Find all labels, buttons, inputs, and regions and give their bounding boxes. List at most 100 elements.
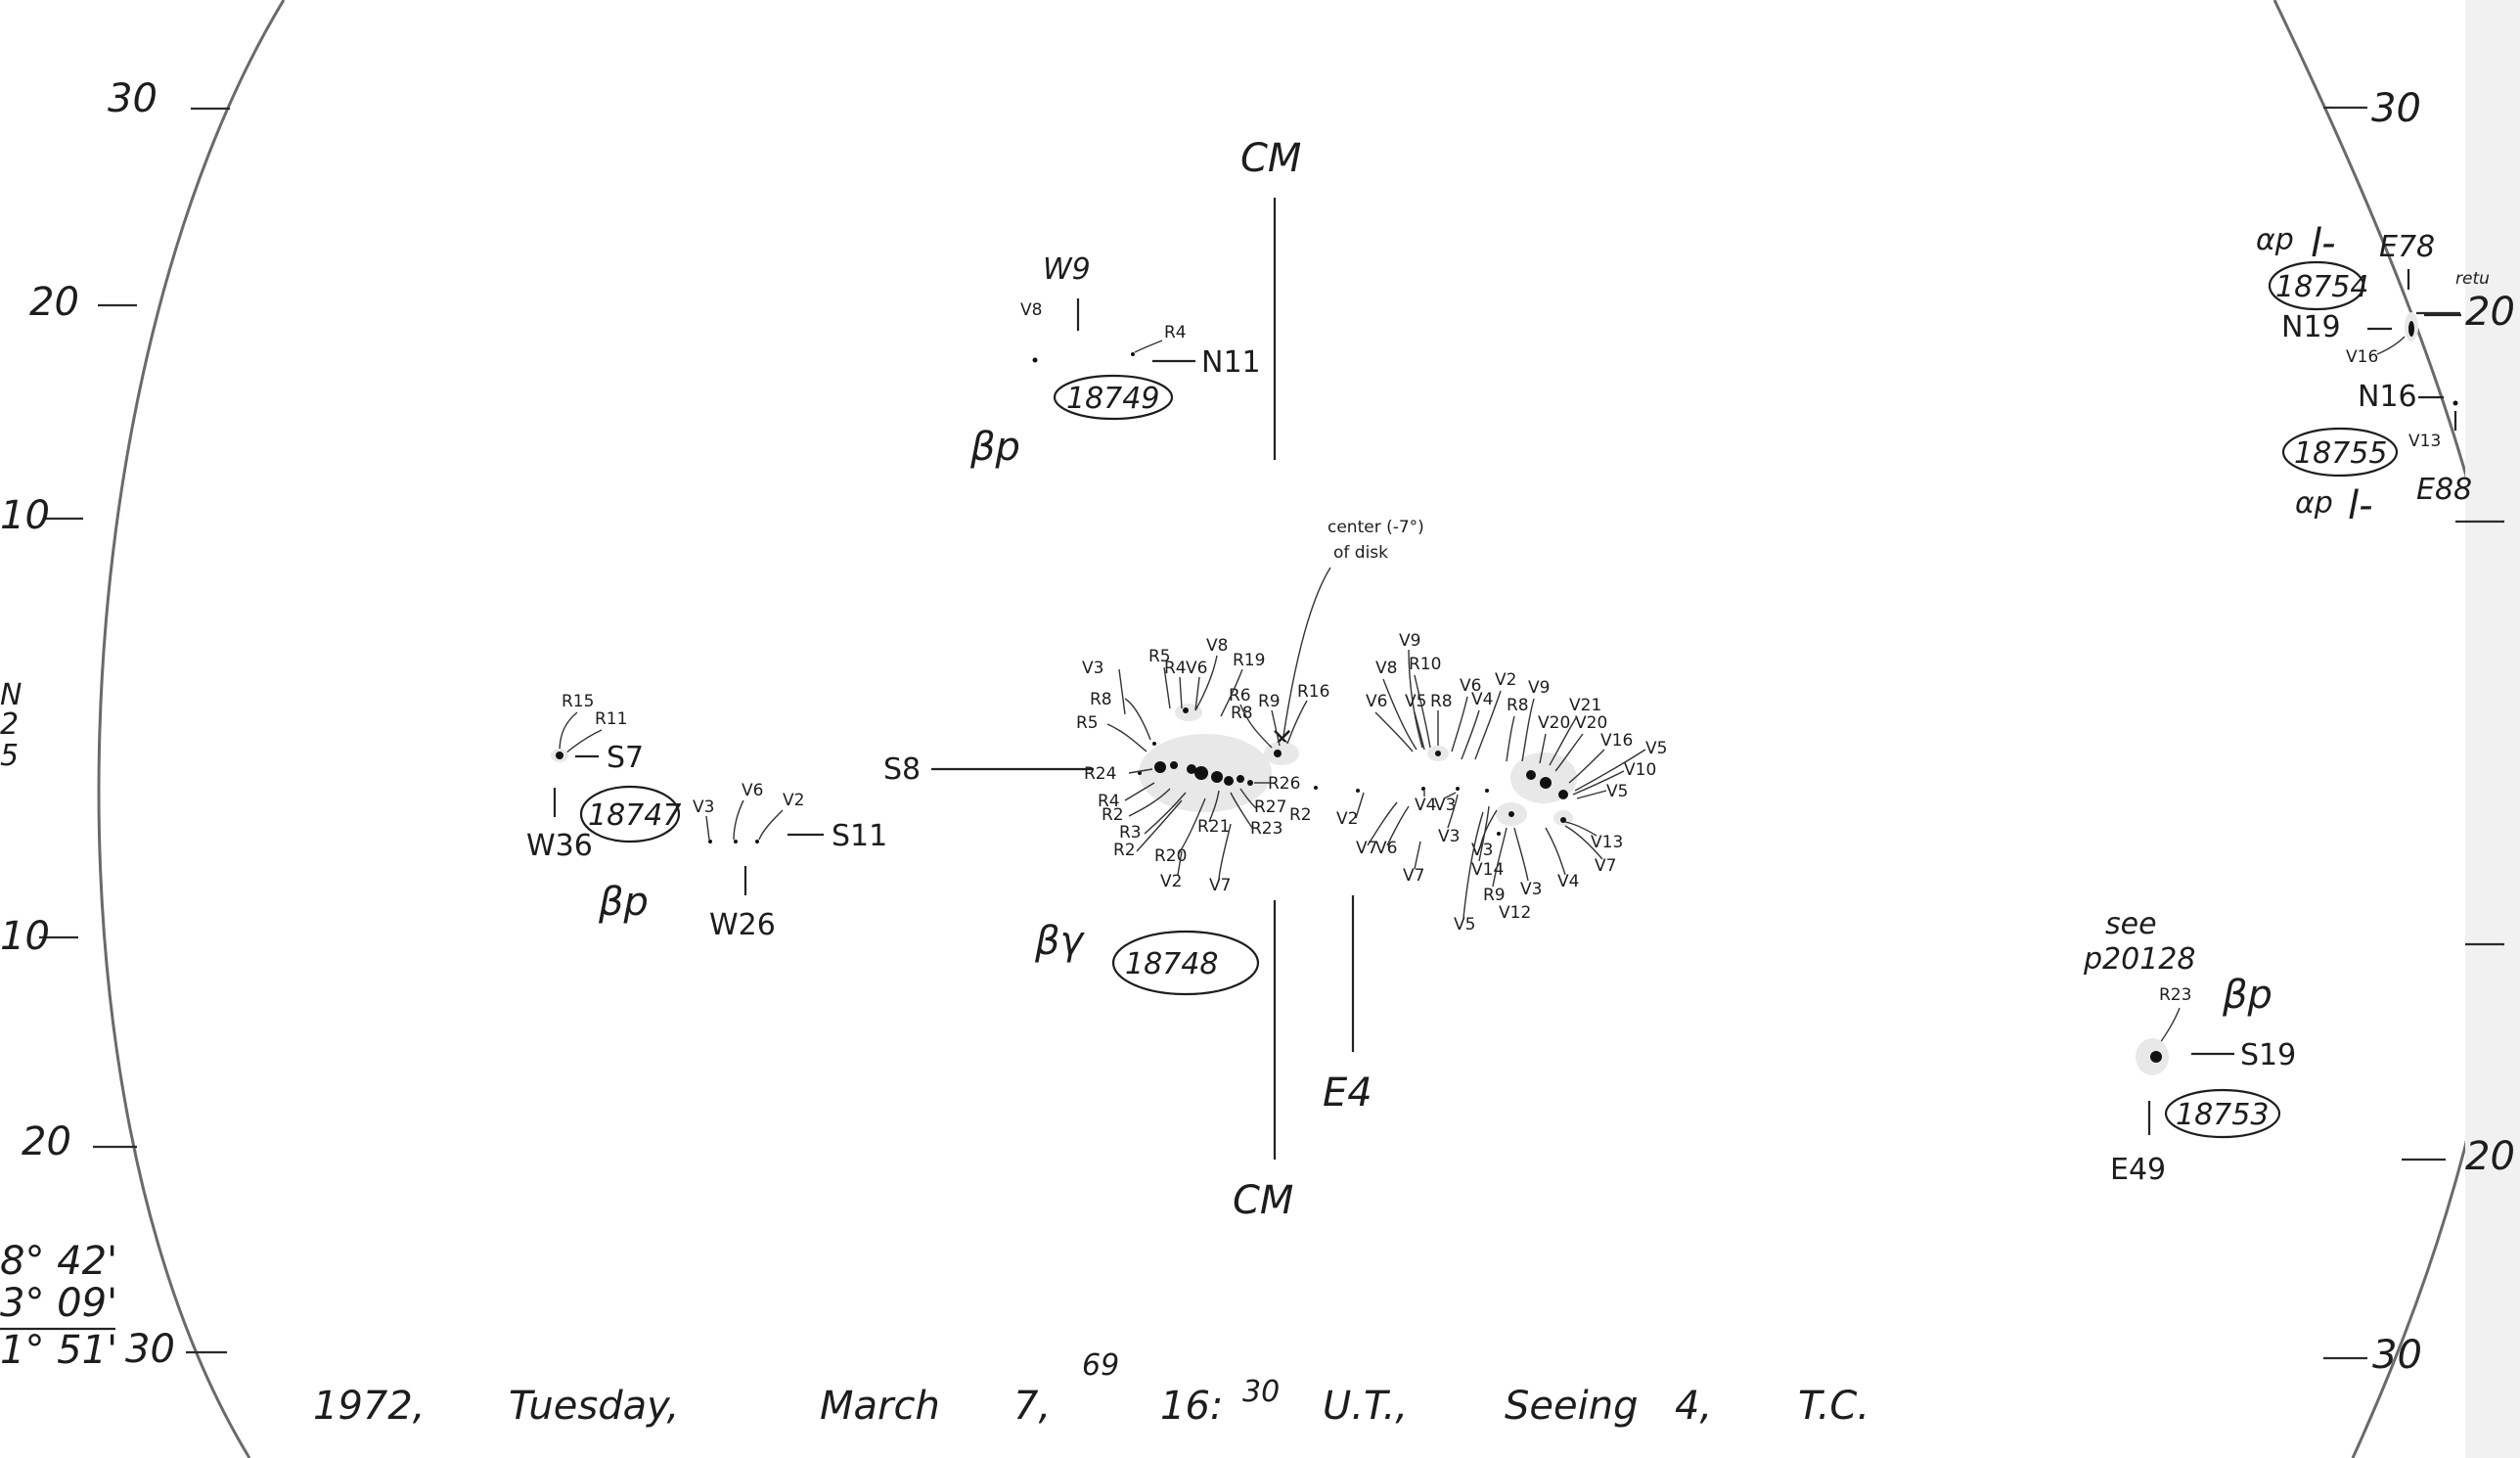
g18755-lat-label: N16 — [2358, 380, 2417, 414]
g18754-lat-label: N19 — [2281, 310, 2341, 344]
g18753-class: βp — [2222, 973, 2272, 1018]
g18748-left-label: R24 — [1084, 764, 1116, 784]
g18748-right-label: V3 — [1438, 827, 1460, 846]
g18747-number: 18747 — [588, 798, 681, 833]
g18748-right-label: V5 — [1454, 915, 1475, 934]
disk-center-note: center (-7°) of disk × — [1270, 518, 1424, 755]
lat-label-left-10n: 10 — [0, 493, 50, 538]
g18748-right-label: V6 — [1375, 839, 1397, 858]
margin-notes: N 2 5 8° 42' 3° 09' 1° 51' — [0, 678, 117, 1373]
g18748-right-label: V21 — [1569, 696, 1601, 715]
caption-day-fraction: 69 — [1082, 1348, 1119, 1383]
g18754-lon-label: E78 — [2379, 230, 2435, 264]
g18748-left-label: R19 — [1233, 651, 1265, 670]
g18747-spot-label-r15: R15 — [562, 692, 594, 711]
g18753-lon-label: E49 — [2110, 1153, 2166, 1187]
g18748-left-label: R2 — [1102, 805, 1124, 825]
g18753-reference-note-2: p20128 — [2083, 942, 2195, 977]
cm-label-bottom: CM — [1233, 1178, 1293, 1223]
g18748-right-label: V16 — [1600, 731, 1633, 751]
g18748-left-label: R27 — [1254, 797, 1286, 817]
g18748-left-label: R5 — [1148, 647, 1171, 666]
group-18748: S8 E4 18748 βγ V3 R8 R5 R24 R5 R4 V6 V8 — [883, 631, 1667, 1116]
g18748-right-label: V4 — [1415, 796, 1436, 815]
lat-label-left-30: 30 — [108, 76, 158, 121]
lat-label-right-30: 30 — [2371, 86, 2421, 131]
g18748-right-label: V14 — [1471, 860, 1504, 880]
lat-label-left-20s: 20 — [22, 1119, 71, 1164]
g18748-right-label: V5 — [1606, 782, 1628, 801]
lat-label-right-30s: 30 — [2372, 1333, 2422, 1378]
lat-label-left-10s: 10 — [0, 914, 50, 959]
lat-label-right-20s: 20 — [2465, 1134, 2515, 1179]
cm-label-top: CM — [1240, 136, 1301, 181]
g18747-spot-label-v2: V2 — [783, 791, 804, 810]
g18749-number: 18749 — [1066, 382, 1159, 416]
g18748-left-label: R6 — [1229, 686, 1251, 706]
observation-caption: 1972, Tuesday, March 7, 69 16: 30 U.T., … — [313, 1348, 1869, 1429]
solar-limb-left — [97, 0, 286, 1458]
g18747-spot-label-v6: V6 — [742, 781, 763, 800]
g18748-right-label: V20 — [1575, 713, 1607, 733]
g18753-spot-label: R23 — [2159, 985, 2191, 1005]
caption-month: March — [820, 1384, 940, 1429]
g18754-number: 18754 — [2275, 270, 2368, 304]
g18749-spot-label-v8: V8 — [1020, 300, 1042, 320]
g18748-right-label: R8 — [1507, 696, 1529, 715]
g18748-left-label: R20 — [1154, 846, 1187, 866]
margin-angle-1: 8° 42' — [0, 1239, 117, 1284]
g18749-spot-label-r4: R4 — [1164, 323, 1187, 342]
caption-time-zone: U.T., — [1323, 1384, 1408, 1429]
lat-label-left-30s: 30 — [125, 1327, 175, 1372]
page-edge-shadow — [2465, 0, 2520, 1458]
g18748-class: βγ — [1034, 919, 1086, 964]
g18755-number: 18755 — [2294, 436, 2387, 471]
g18748-left-label: R5 — [1076, 713, 1099, 733]
g18748-left-label: R26 — [1268, 774, 1300, 794]
g18748-right-label: V7 — [1595, 856, 1616, 876]
latitude-scale-left: 30 20 10 10 20 30 — [0, 76, 230, 1372]
g18748-right-label: V2 — [1495, 670, 1516, 690]
g18748-right-label: V3 — [1471, 841, 1493, 860]
caption-seeing-label: Seeing — [1505, 1384, 1638, 1429]
g18753-lat-label: S19 — [2240, 1038, 2296, 1072]
g18753-reference-note-1: see — [2105, 907, 2157, 941]
caption-weekday: Tuesday, — [509, 1384, 679, 1429]
margin-angle-3: 1° 51' — [0, 1328, 117, 1373]
g18754-side-note: retu — [2455, 269, 2490, 289]
g18749-lat-label: N11 — [1201, 345, 1261, 380]
group-18754: αp l- E78 retu 18754 N19 V16 — [2256, 221, 2490, 367]
margin-letter-3: 5 — [0, 739, 19, 773]
caption-time: 16: — [1160, 1384, 1223, 1429]
g18755-class-suffix: l- — [2348, 483, 2373, 528]
g18748-right-label: V20 — [1538, 713, 1570, 733]
g18748-right-label: V10 — [1624, 760, 1656, 780]
g18755-spot-label: V13 — [2408, 432, 2441, 451]
group-18753: see p20128 R23 βp S19 E49 18753 — [2083, 907, 2296, 1187]
g18748-right-label: V8 — [1375, 659, 1397, 678]
g18749-class: βp — [969, 425, 1020, 470]
g18748-right-label: R8 — [1430, 692, 1453, 711]
g18753-number: 18753 — [2176, 1098, 2269, 1132]
g18755-lon-label: E88 — [2416, 473, 2472, 507]
g18748-right-label: V4 — [1557, 872, 1579, 891]
g18748-left-label: V6 — [1186, 659, 1207, 678]
g18748-right-label: V5 — [1405, 692, 1426, 711]
lat-label-right-20: 20 — [2465, 290, 2515, 335]
g18754-class-suffix: l- — [2311, 221, 2336, 266]
g18748-lon-label: E4 — [1323, 1071, 1372, 1116]
g18748-right-label: V4 — [1471, 690, 1493, 709]
g18748-left-label: R23 — [1250, 819, 1282, 839]
g18747-lon-label-2: W26 — [709, 908, 776, 942]
g18748-left-label: V2 — [1160, 872, 1182, 891]
g18748-left-label: V7 — [1209, 876, 1231, 895]
caption-time-minutes: 30 — [1242, 1375, 1280, 1409]
caption-seeing-value: 4, — [1675, 1384, 1712, 1429]
g18748-left-label: R2 — [1113, 841, 1136, 860]
g18748-left-label: V3 — [1082, 659, 1103, 678]
g18748-left-label: R3 — [1119, 823, 1142, 843]
g18748-left-label: V8 — [1206, 636, 1228, 656]
g18749-lon-label: W9 — [1043, 252, 1091, 287]
central-meridian: CM CM — [1233, 136, 1301, 1223]
